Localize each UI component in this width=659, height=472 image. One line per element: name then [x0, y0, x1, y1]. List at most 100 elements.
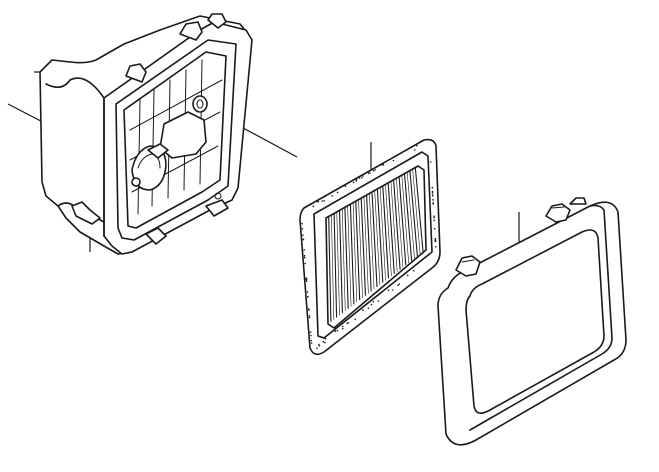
air-cleaner-cover — [437, 197, 627, 446]
filter-gasket-speck — [398, 283, 401, 285]
filter-pleat-line — [409, 170, 418, 257]
filter-gasket-speck — [309, 331, 312, 333]
filter-gasket-speck — [387, 289, 390, 292]
filter-pleat-line — [374, 190, 381, 285]
filter-gasket-speck — [432, 199, 434, 201]
filter-pleat-line — [344, 207, 349, 309]
filter-gasket-speck — [362, 175, 364, 177]
filter-gasket-speck — [341, 327, 344, 330]
filter-gasket-speck — [310, 339, 313, 342]
filter-gasket-speck — [301, 222, 303, 225]
filter-pleats — [328, 167, 424, 322]
filter-pleat-line — [358, 199, 363, 298]
filter-gasket-speck — [433, 215, 435, 217]
filter-gasket-speck — [317, 201, 320, 203]
base-screw-hole — [131, 177, 141, 187]
filter-gasket-speck — [361, 177, 363, 179]
filter-gasket-speck — [432, 203, 435, 205]
base-breather-port — [192, 95, 208, 113]
filter-gasket-speck — [372, 169, 375, 172]
filter-gasket-speck — [432, 202, 435, 204]
filter-gasket-speck — [435, 245, 437, 248]
filter-pleat-line — [366, 195, 372, 292]
filter-gasket-speck — [372, 300, 375, 303]
filter-gasket-speck — [433, 217, 435, 219]
filter-pleat-line — [369, 193, 375, 290]
filter-pleat-line — [347, 205, 352, 307]
filter-pleat-line — [398, 176, 407, 266]
filter-gasket-speck — [302, 238, 305, 241]
filter-gasket-speck — [316, 347, 318, 350]
filter-gasket-speck — [370, 303, 373, 306]
filter-pleat-line — [414, 167, 424, 253]
filter-gasket-speck — [431, 186, 434, 189]
filter-gasket-speck — [347, 322, 350, 324]
filter-gasket-inner — [313, 151, 433, 339]
filter-gasket-speck — [433, 219, 436, 222]
filter-gasket-speck — [303, 254, 306, 257]
base-top-tab-left — [125, 63, 147, 83]
filter-gasket-speck — [432, 195, 434, 197]
filter-gasket-speck — [301, 228, 304, 230]
cover-side-edge — [469, 204, 613, 431]
filter-gasket-speck — [323, 199, 325, 202]
cover-latch-tab-left — [455, 255, 481, 277]
filter-gasket-speck — [308, 316, 311, 319]
filter-pleat-line — [403, 173, 413, 261]
filter-gasket-speck — [324, 341, 326, 344]
filter-pleat-line — [396, 178, 404, 268]
filter-gasket-speck — [318, 344, 321, 347]
base-top-tab-right — [207, 13, 227, 29]
filter-pleat-line — [393, 179, 401, 270]
filter-gasket-speck — [354, 318, 357, 321]
filter-gasket-speck — [358, 177, 361, 179]
filter-pleat-line — [412, 169, 421, 255]
base-inner-rim — [115, 39, 237, 241]
pleated-filter-element — [299, 138, 441, 356]
filter-gasket-speck — [413, 269, 415, 272]
filter-gasket-speck — [308, 315, 311, 317]
filter-gasket-speck — [334, 330, 336, 333]
filter-gasket-speck — [331, 195, 334, 197]
filter-gasket-speck — [308, 309, 310, 311]
filter-gasket-speck — [336, 329, 339, 332]
base-bottom-tab-right — [205, 199, 229, 217]
filter-gasket-speck — [367, 172, 370, 174]
filter-gasket-speck — [344, 185, 347, 187]
filter-pleat-line — [379, 187, 386, 281]
filter-pleat-line — [382, 185, 390, 279]
filter-pleat-line — [406, 172, 415, 259]
filter-gasket-speck — [362, 309, 364, 311]
filter-gasket-speck — [305, 278, 308, 281]
filter-gasket-speck — [307, 296, 309, 298]
base-top-tab-mid — [179, 21, 203, 41]
filter-pleat-line — [390, 181, 398, 272]
filter-pleat-line — [331, 214, 335, 320]
filter-gasket-speck — [355, 178, 358, 181]
filter-pleat-line — [360, 198, 367, 296]
filter-pleat-line — [401, 175, 409, 264]
filter-gasket-speck — [346, 322, 348, 325]
filter-gasket-speck — [318, 343, 320, 346]
filter-pleat-line — [352, 202, 358, 303]
filter-gasket-speck — [312, 205, 315, 208]
filter-gasket-speck — [324, 195, 326, 198]
filter-pleat-line — [387, 182, 395, 274]
filter-pleat-line — [355, 201, 361, 301]
filter-pleat-line — [376, 188, 384, 283]
filter-gasket-speck — [431, 193, 434, 195]
base-inner-recess — [123, 51, 227, 229]
filter-gasket-speck — [304, 262, 307, 265]
filter-pleat-line — [363, 196, 369, 294]
base-side-wall — [45, 77, 105, 237]
filter-gasket-speck — [341, 325, 344, 328]
filter-gasket-speck — [310, 334, 312, 337]
filter-gasket-speck — [392, 159, 395, 162]
filter-gasket-speck — [310, 342, 313, 344]
filter-gasket-speck — [414, 149, 416, 151]
filter-pleat-line — [338, 210, 343, 314]
air-cleaner-base — [39, 13, 253, 255]
filter-gasket-speck — [397, 284, 399, 287]
filter-gasket-speck — [336, 191, 339, 194]
filter-pleat-line — [371, 191, 378, 288]
